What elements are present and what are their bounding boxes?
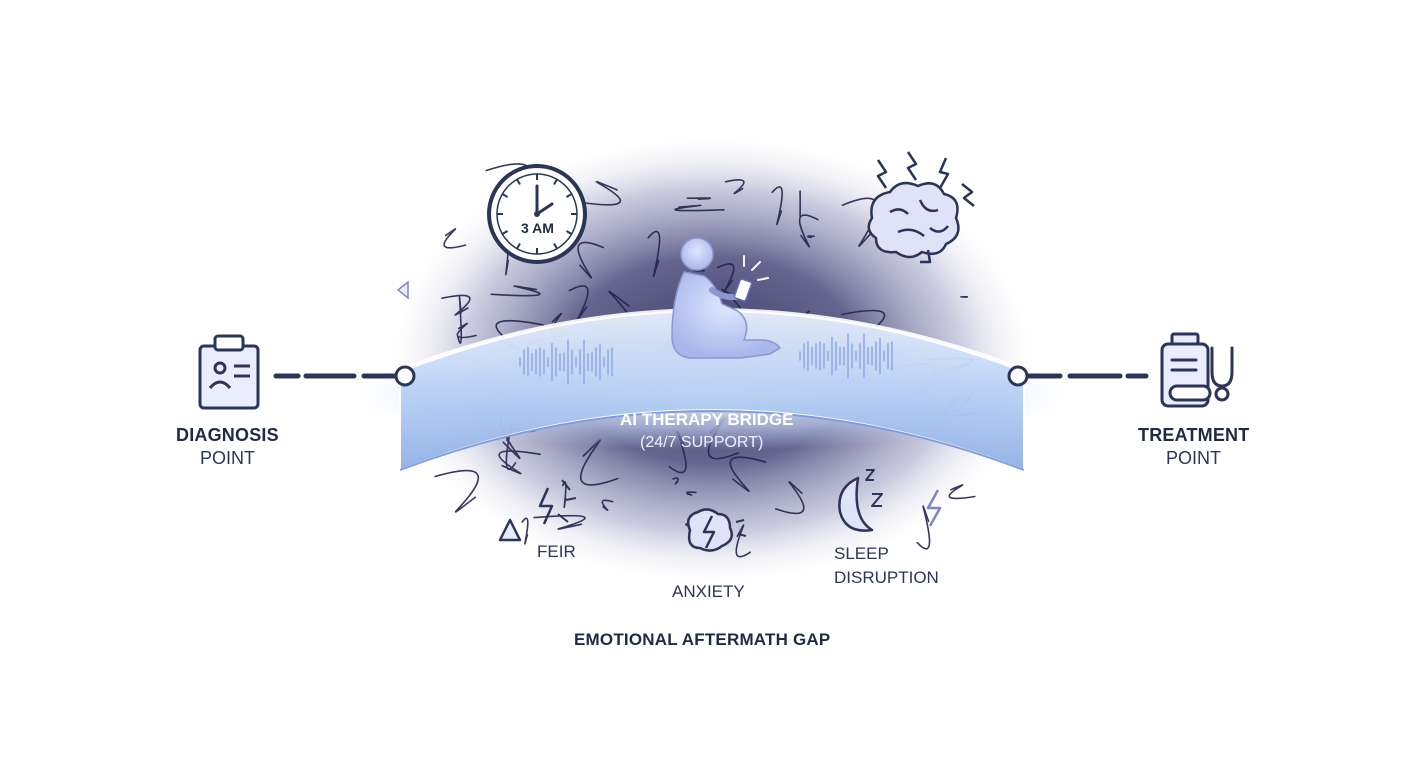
medicine-stethoscope-icon [1162,334,1232,406]
clipboard-patient-icon [200,336,258,408]
scribble-line [688,198,711,199]
emotional-gap-label: EMOTIONAL AFTERMATH GAP [574,630,830,650]
clock-icon [489,166,585,262]
bridge-title: AI THERAPY BRIDGE [620,410,794,430]
symptom-anxiety-label: ANXIETY [672,582,745,602]
treatment-point-subtitle: POINT [1166,448,1221,469]
left-node [396,367,414,385]
bridge-subtitle: (24/7 SUPPORT) [640,434,763,452]
diagnosis-point-title: DIAGNOSIS [176,425,279,446]
diagnosis-point-subtitle: POINT [200,448,255,469]
symptom-sleep-label: SLEEP [834,544,889,564]
symptom-disruption-label: DISRUPTION [834,568,939,588]
treatment-point-title: TREATMENT [1138,425,1249,446]
clock-label: 3 AM [521,220,554,236]
right-node [1009,367,1027,385]
symptom-fear-label: FEIR [537,542,576,562]
